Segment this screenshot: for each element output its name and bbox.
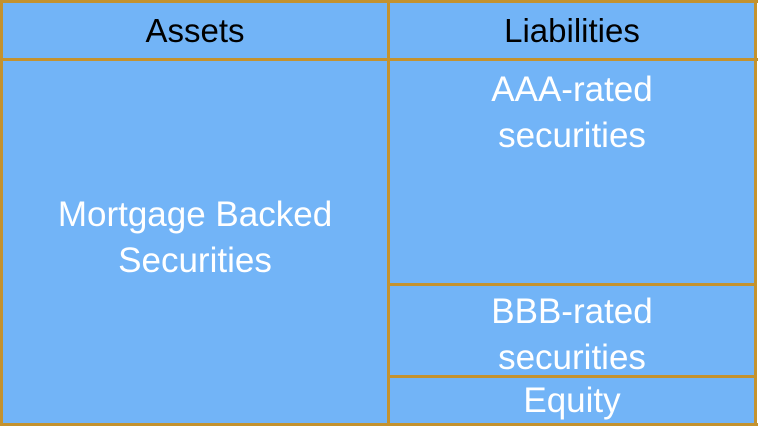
aaa-line-1: AAA-rated [491,70,653,109]
assets-header-label: Assets [145,11,245,49]
bbb-line-2: securities [498,337,646,377]
mortgage-backed-securities-cell: Mortgage Backed Securities [3,61,387,423]
mbs-line-2: Securities [118,241,272,280]
aaa-line-2: securities [498,116,646,155]
frame-bottom-border [0,423,758,426]
equity-label: Equity [523,380,621,420]
aaa-rated-securities-cell: AAA-rated securities [390,61,754,283]
frame-left-border [0,0,3,426]
aaa-bbb-divider [390,283,754,286]
liabilities-header: Liabilities [390,3,754,58]
liabilities-header-label: Liabilities [504,11,640,49]
column-divider [387,0,390,426]
frame-top-border [0,0,758,3]
aaa-rated-securities-label: AAA-rated securities [491,61,652,159]
bbb-rated-securities-label: BBB-rated securities [491,281,652,381]
frame-right-border [754,0,757,426]
bbb-line-1: BBB-rated [491,291,653,331]
mbs-line-1: Mortgage Backed [57,195,333,234]
header-divider [0,58,758,61]
assets-header: Assets [3,3,387,58]
bbb-equity-divider [390,375,754,378]
equity-cell: Equity [390,378,754,423]
bbb-rated-securities-cell: BBB-rated securities [390,286,754,377]
mortgage-backed-securities-label: Mortgage Backed Securities [58,192,332,284]
